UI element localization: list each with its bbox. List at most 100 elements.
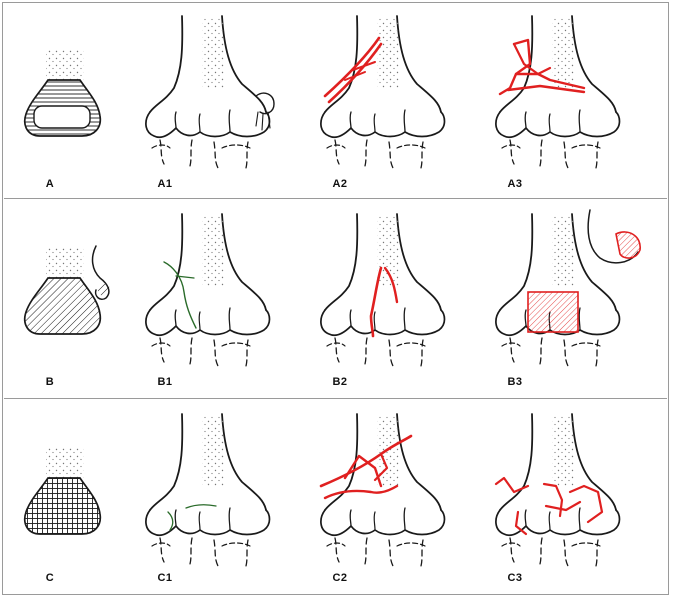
radius-outline [160, 338, 192, 364]
joint-line [152, 145, 250, 148]
trochlea-groove [199, 512, 200, 530]
joint-line [502, 343, 600, 346]
panel-drawing [25, 50, 101, 136]
humerus-shaft-right [572, 16, 616, 112]
metaphysis-stipple [46, 448, 84, 478]
panel-c2 [305, 406, 475, 591]
distal-humerus-outline [321, 310, 445, 335]
panel-b2 [305, 206, 475, 391]
trochlea-groove [374, 114, 375, 132]
humerus-shaft-left [150, 16, 182, 112]
fracture-line-5 [546, 502, 580, 510]
fracture-line-1 [496, 478, 528, 492]
fracture-line-2 [325, 486, 397, 498]
humerus-shaft-right [397, 214, 441, 310]
radius-outline [335, 338, 367, 364]
trochlea-groove [374, 312, 375, 330]
shaft-stipple [377, 18, 399, 88]
condyle-groove-left [350, 310, 351, 326]
humerus-shaft-right [222, 414, 266, 510]
condyle-groove-left [525, 510, 526, 526]
humerus-shaft-right [397, 414, 441, 510]
humerus-shaft-right [222, 214, 266, 310]
panel-drawing [321, 16, 445, 168]
radius-outline [510, 538, 542, 564]
humerus-shaft-left [500, 414, 532, 510]
panel-illustration [305, 8, 475, 193]
joint-line [152, 343, 250, 346]
panel-label-c1: C1 [115, 572, 215, 584]
panel-drawing [321, 414, 445, 566]
capitellum-fragment [528, 292, 578, 332]
condyle-fragment [98, 284, 110, 296]
humerus-shaft-left [150, 414, 182, 510]
row-separator-2 [4, 398, 667, 399]
distal-humerus-outline [321, 510, 445, 535]
panel-a2 [305, 8, 475, 193]
joint-line [502, 543, 600, 546]
panel-illustration [130, 406, 300, 591]
radius-outline [335, 140, 367, 166]
panel-illustration [20, 206, 120, 391]
distal-humerus-outline [146, 112, 270, 137]
shaft-stipple [202, 18, 224, 88]
humerus-shaft-right [222, 16, 266, 112]
condyle-groove-left [350, 112, 351, 128]
joint-line [327, 343, 425, 346]
panel-label-b2: B2 [290, 376, 390, 388]
panel-illustration [130, 206, 300, 391]
humerus-shaft-left [325, 16, 357, 112]
trochlea-groove [374, 512, 375, 530]
articular-surface [34, 106, 90, 128]
panel-b [20, 206, 120, 391]
condyle-groove-left [175, 510, 176, 526]
panel-illustration [305, 406, 475, 591]
capitellum-fragment-lateral [616, 232, 640, 258]
distal-humerus-schematic [25, 478, 101, 534]
panel-drawing [146, 16, 274, 168]
distal-humerus-outline [146, 310, 270, 335]
joint-line [152, 543, 250, 546]
panel-b1 [130, 206, 300, 391]
condyle-groove-right [229, 308, 230, 330]
panel-a [20, 8, 120, 193]
shaft-stipple [552, 416, 574, 486]
fracture-line [164, 262, 196, 328]
joint-line [502, 145, 600, 148]
humerus-shaft-left [325, 214, 357, 310]
shaft-stipple [552, 216, 574, 286]
panel-a3 [480, 8, 650, 193]
panel-drawing [25, 246, 110, 334]
condyle-groove-right [404, 308, 405, 330]
distal-humerus-outline [146, 510, 270, 535]
humerus-shaft-left [150, 214, 182, 310]
shaft-stipple [202, 216, 224, 286]
trochlea-groove [549, 114, 550, 132]
condyle-groove-right [579, 508, 580, 530]
metaphysis-stipple [46, 248, 84, 278]
condyle-groove-left [350, 510, 351, 526]
fracture-line-2 [329, 44, 381, 102]
panel-illustration [480, 406, 650, 591]
condyle-groove-right [404, 110, 405, 132]
fracture-line-1 [325, 38, 379, 96]
distal-humerus-outline [321, 112, 445, 137]
panel-illustration [305, 206, 475, 391]
panel-a1 [130, 8, 300, 193]
radius-outline [510, 140, 542, 166]
humerus-shaft-right [397, 16, 441, 112]
shaft-stipple [552, 18, 574, 88]
condyle-groove-right [404, 508, 405, 530]
condyle-groove-right [229, 508, 230, 530]
panel-illustration [480, 8, 650, 193]
row-separator-1 [4, 198, 667, 199]
metaphysis-stipple [46, 50, 84, 80]
joint-line [327, 543, 425, 546]
condyle-groove-right [579, 308, 580, 330]
panel-illustration [20, 8, 120, 193]
panel-label-c: C [0, 572, 100, 584]
distal-humerus-schematic [25, 278, 101, 334]
condyle-groove-right [229, 110, 230, 132]
panel-label-b: B [0, 376, 100, 388]
panel-b3 [480, 206, 650, 391]
